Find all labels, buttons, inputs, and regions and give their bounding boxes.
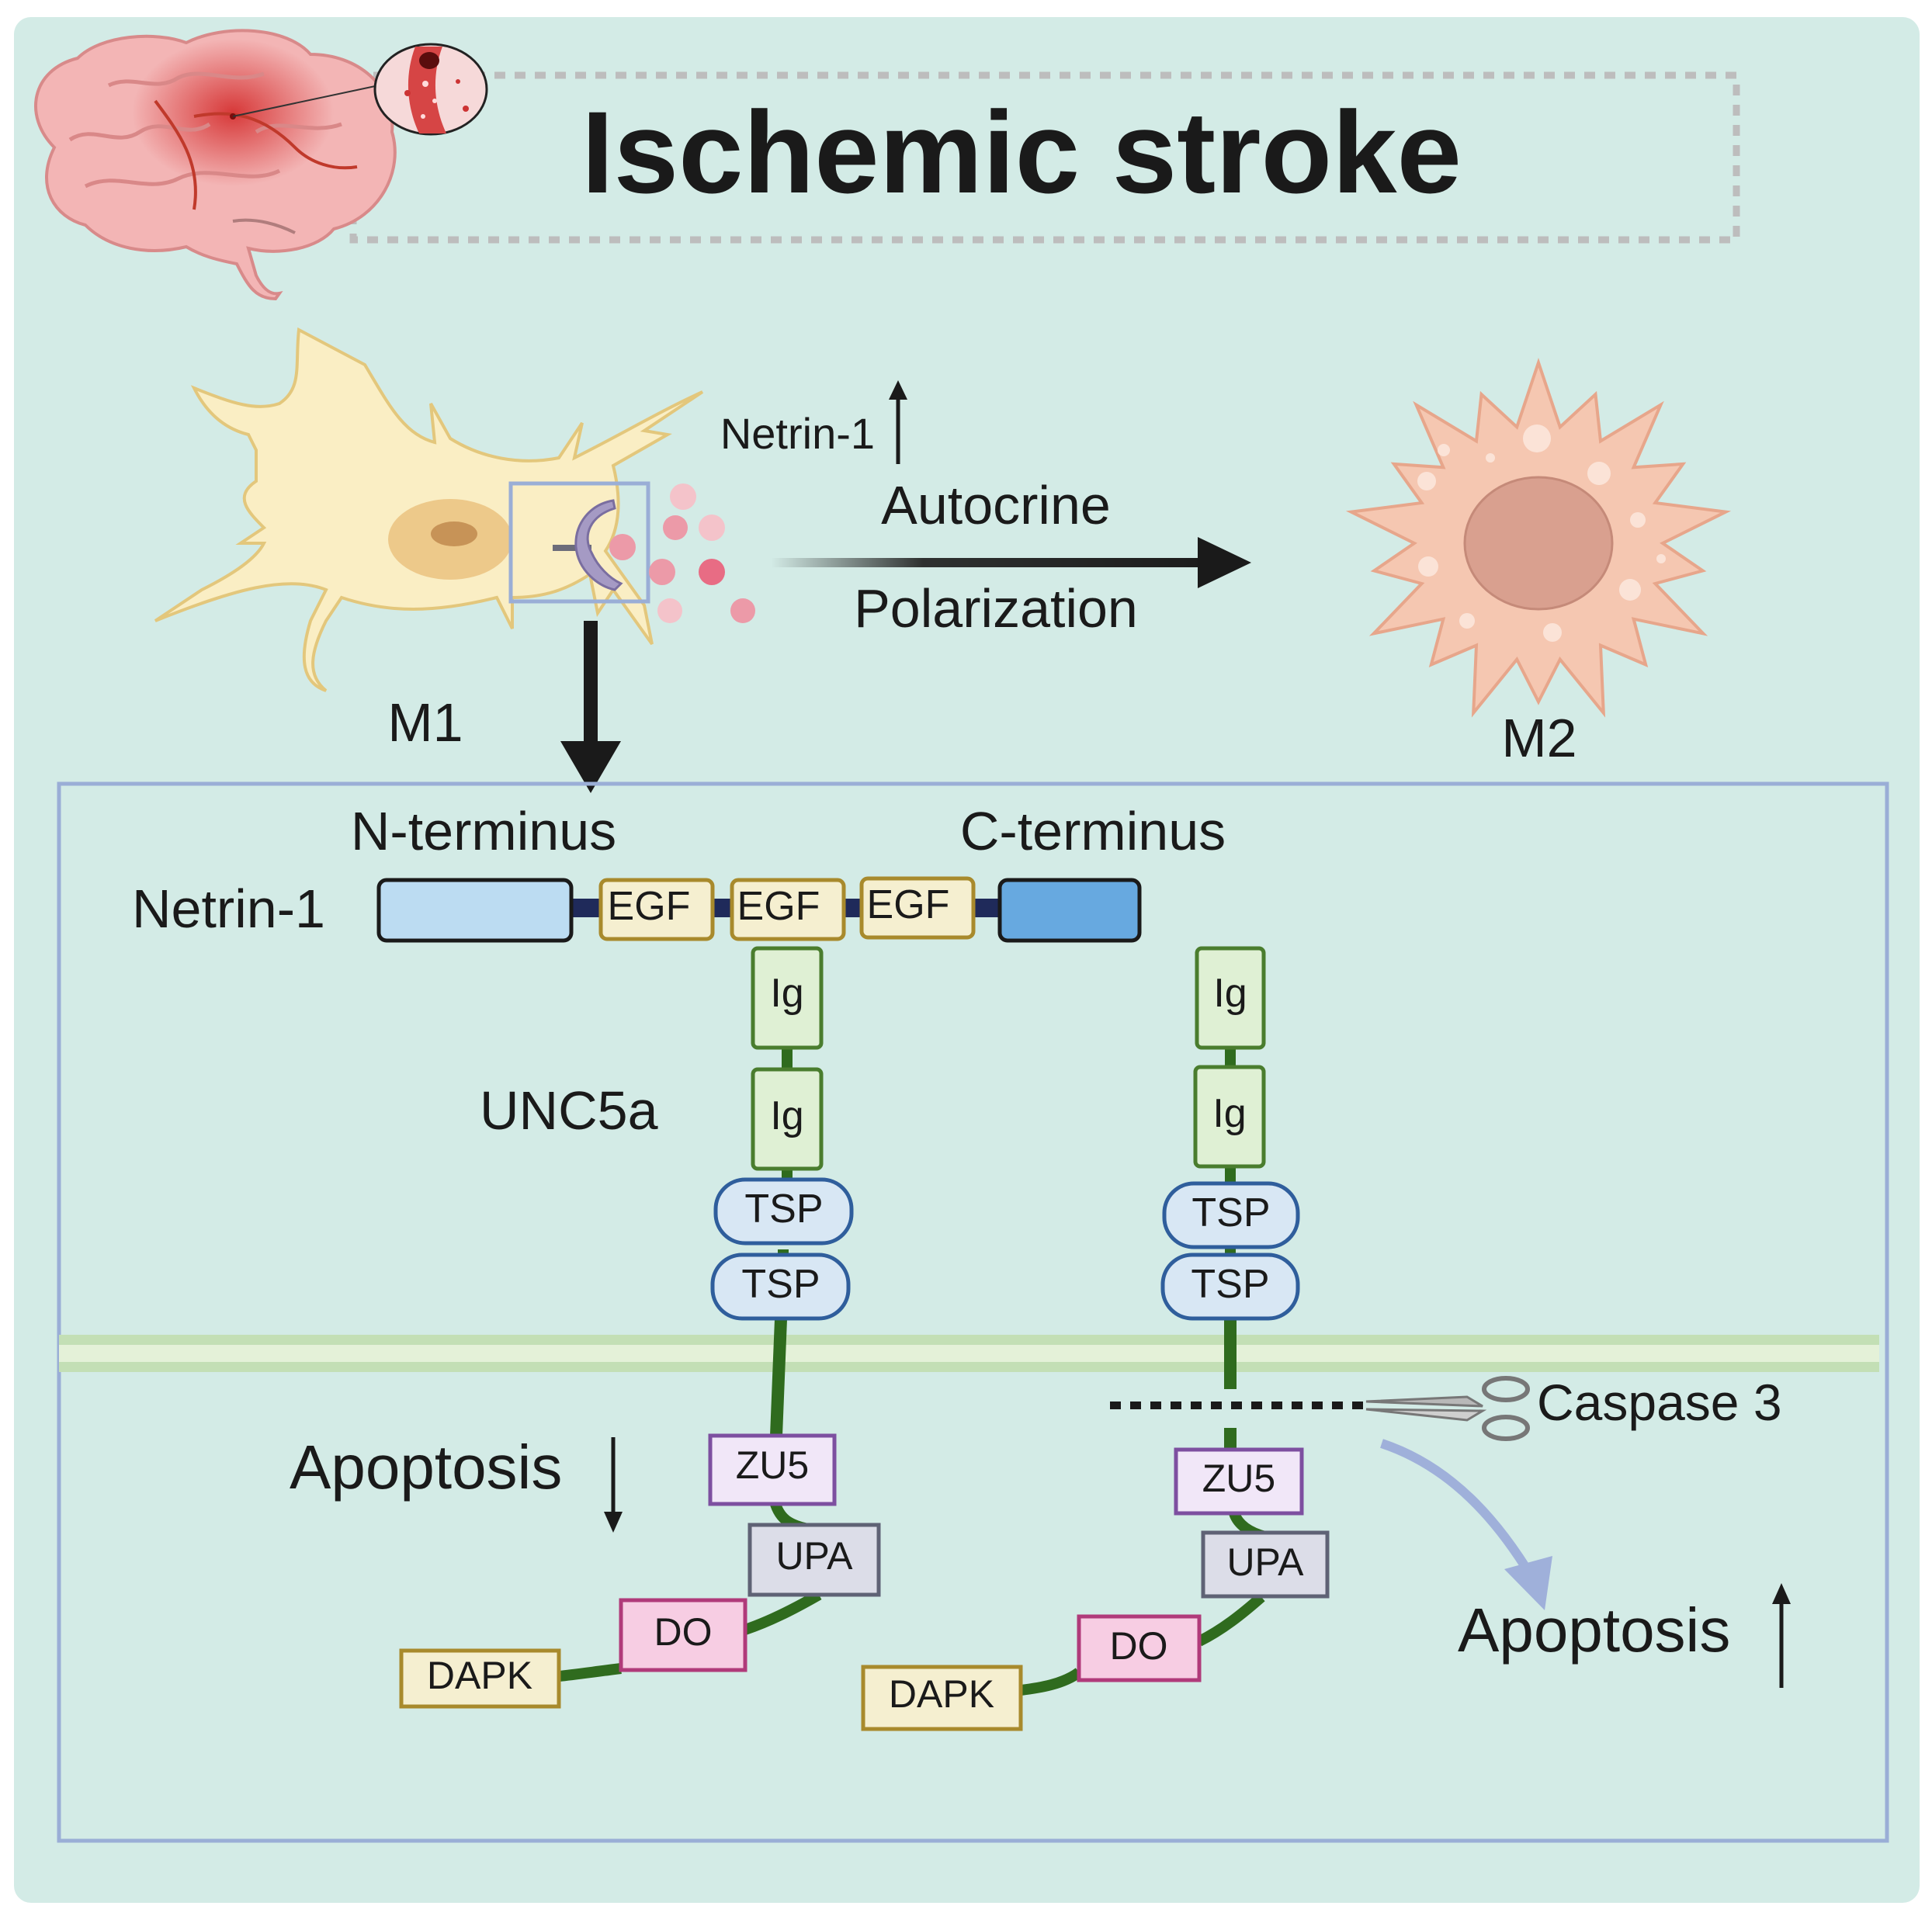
page-title: Ischemic stroke (581, 87, 1462, 217)
tsp-domain: TSP (713, 1177, 854, 1246)
tsp-label: TSP (744, 1187, 823, 1232)
m2-label: M2 (1501, 708, 1576, 768)
do-label: DO (654, 1610, 713, 1654)
autocrine-label: Autocrine (881, 475, 1111, 535)
apoptosis-left-label: Apoptosis (290, 1433, 562, 1502)
zu5-label: ZU5 (1202, 1457, 1275, 1500)
polarization-arrow-shaft (771, 558, 1205, 567)
tsp-label: TSP (1191, 1262, 1269, 1307)
up-arrow-icon (889, 380, 907, 464)
tsp-label: TSP (1191, 1190, 1270, 1235)
zoom-box (508, 481, 650, 604)
mechanism-panel (57, 781, 1889, 1843)
netrin-secreted-label: Netrin-1 (720, 409, 875, 458)
netrin-protein-label: Netrin-1 (132, 878, 325, 939)
upa-label: UPA (775, 1534, 853, 1578)
dapk-domain: DAPK (399, 1648, 561, 1709)
cell-membrane (59, 1335, 1879, 1372)
c-terminus-label: C-terminus (960, 801, 1226, 861)
egf-label: EGF (737, 884, 820, 929)
down-arrow-icon (604, 1437, 623, 1533)
egf-domain: EGF (730, 878, 846, 941)
egf-label: EGF (608, 884, 691, 929)
blood-clot-vessel-icon (373, 43, 488, 136)
netrin-n-domain (376, 878, 574, 943)
ig-label: Ig (770, 1093, 803, 1138)
upa-domain: UPA (1201, 1530, 1330, 1599)
caspase-label: Caspase 3 (1537, 1374, 1782, 1431)
m1-label: M1 (387, 692, 463, 753)
do-domain: DO (619, 1598, 747, 1672)
egf-label: EGF (867, 882, 950, 927)
tsp-domain: TSP (1160, 1253, 1300, 1321)
apoptosis-curve-arrow (1380, 1439, 1538, 1582)
ig-domain: Ig (1195, 946, 1266, 1050)
tsp-domain: TSP (710, 1253, 851, 1321)
ig-label: Ig (1212, 1091, 1246, 1136)
ig-label: Ig (770, 971, 803, 1016)
netrin-c-domain (997, 878, 1142, 943)
ig-label: Ig (1213, 971, 1247, 1016)
egf-domain: EGF (859, 876, 976, 940)
dapk-label: DAPK (427, 1654, 532, 1697)
egf-domain: EGF (598, 878, 715, 941)
zu5-label: ZU5 (736, 1443, 809, 1487)
secreted-netrin-particles (609, 483, 755, 623)
scissors-icon (1365, 1376, 1530, 1441)
ig-domain: Ig (751, 946, 824, 1050)
ig-domain: Ig (1193, 1065, 1266, 1169)
zu5-domain: ZU5 (708, 1433, 837, 1506)
ig-domain: Ig (751, 1067, 824, 1171)
n-terminus-label: N-terminus (351, 801, 616, 861)
unc5a-receptor-right: Ig Ig TSP TSP ZU5 UPA DO DAPK (861, 946, 1330, 1731)
m2-macrophage-cell (1345, 358, 1732, 718)
up-arrow-icon (1772, 1583, 1791, 1688)
receptor-icon (553, 499, 623, 591)
unc5a-label: UNC5a (480, 1080, 658, 1141)
tsp-label: TSP (741, 1262, 820, 1307)
unc5a-receptor-left: Ig Ig TSP TSP ZU5 UPA DO DAPK (399, 946, 881, 1709)
zu5-domain: ZU5 (1174, 1447, 1304, 1516)
do-domain: DO (1077, 1614, 1202, 1682)
apoptosis-right-label: Apoptosis (1458, 1596, 1730, 1665)
tsp-domain: TSP (1162, 1181, 1300, 1249)
brain-icon (34, 29, 397, 301)
upa-label: UPA (1226, 1540, 1304, 1584)
down-arrow (560, 621, 621, 793)
do-label: DO (1110, 1624, 1168, 1668)
upa-domain: UPA (747, 1523, 881, 1597)
dapk-label: DAPK (889, 1672, 994, 1716)
polarization-label: Polarization (854, 578, 1138, 639)
polarization-arrow-head (1198, 537, 1251, 588)
dapk-domain: DAPK (861, 1665, 1023, 1731)
apoptosis-curve-arrow-head (1504, 1556, 1552, 1610)
m1-microglia-cell (154, 327, 704, 692)
